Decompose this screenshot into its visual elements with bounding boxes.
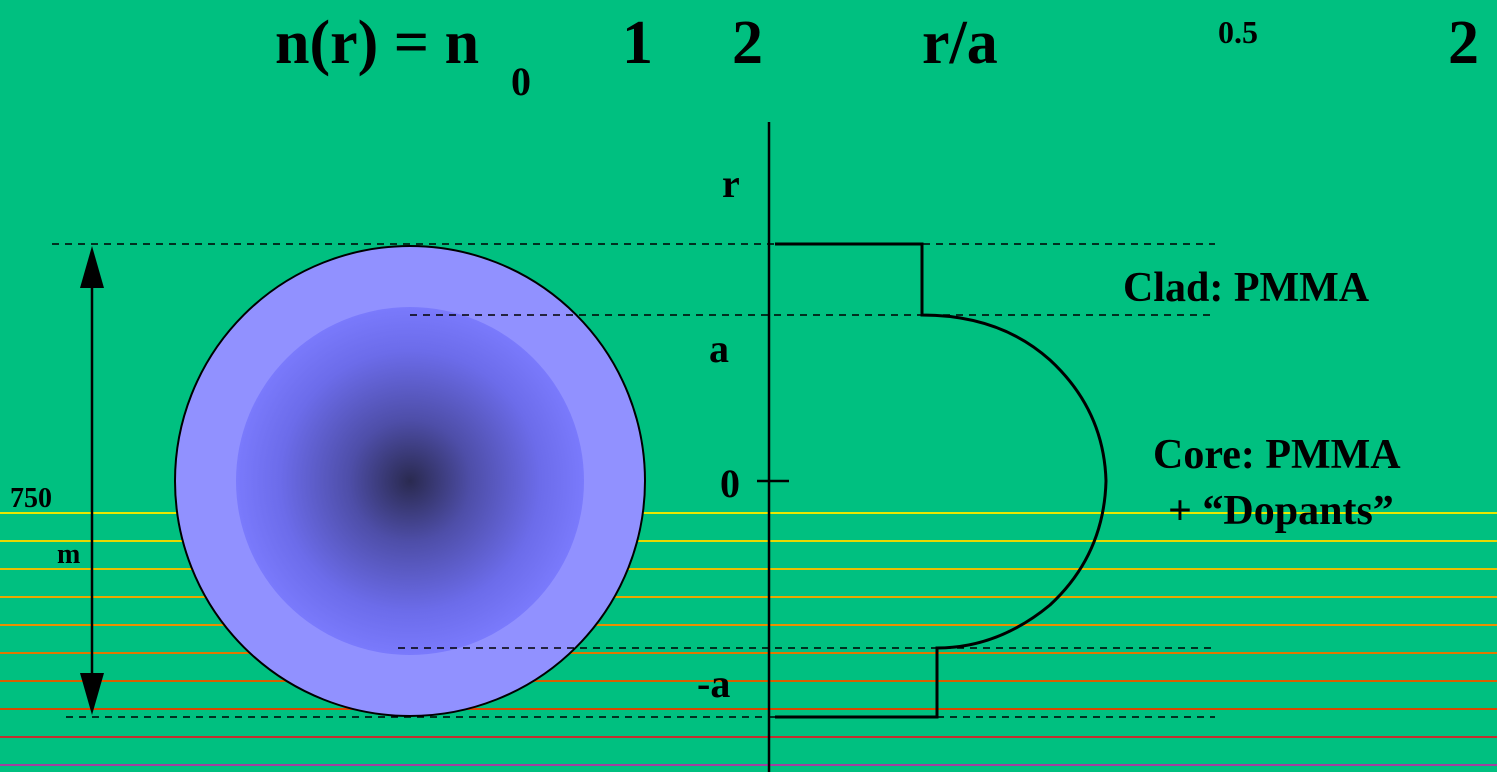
dimension-arrow <box>80 246 104 715</box>
index-profile-curve <box>775 242 1108 719</box>
r-axis <box>757 122 789 772</box>
formula-term-1: 1 <box>622 9 653 77</box>
formula-subscript: 0 <box>511 59 531 104</box>
axis-label-neg-a: -a <box>697 661 731 706</box>
axis-label-a: a <box>709 326 729 371</box>
core-label-line2: + “Dopants” <box>1168 488 1394 534</box>
core-label-line1: Core: PMMA <box>1153 432 1401 478</box>
dimension-value: 750 <box>10 483 52 514</box>
guide-lines <box>52 243 1215 718</box>
formula-term-2: 2 <box>732 9 763 77</box>
formula-exponent: 0.5 <box>1218 14 1258 50</box>
core-circle <box>236 307 584 655</box>
dimension-unit: m <box>57 539 81 570</box>
formula-lhs: n(r) = n <box>275 9 480 77</box>
clad-label: Clad: PMMA <box>1123 265 1370 311</box>
axis-label-zero: 0 <box>720 461 740 506</box>
formula-term-ratio: r/a <box>922 9 998 77</box>
formula-term-exponent-2: 2 <box>1448 9 1479 77</box>
axis-label-r: r <box>722 161 740 206</box>
